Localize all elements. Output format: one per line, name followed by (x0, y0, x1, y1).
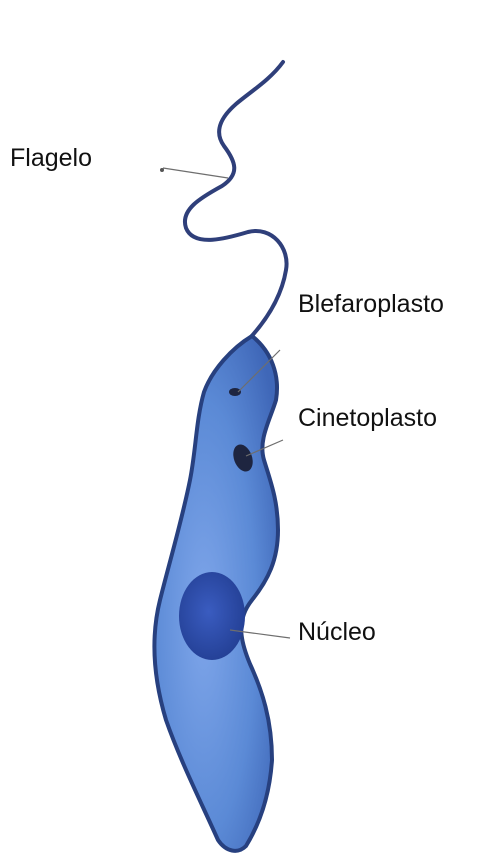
nucleus (179, 572, 245, 660)
blepharoplast (229, 388, 241, 396)
label-kinetoplast: Cinetoplasto (298, 406, 437, 431)
label-flagellum: Flagelo (10, 146, 92, 171)
flagellum (185, 62, 287, 338)
label-nucleus: Núcleo (298, 620, 376, 645)
leader-line-flagellum (163, 168, 228, 178)
label-blepharoplast: Blefaroplasto (298, 292, 444, 317)
leader-dot-flagellum (160, 168, 164, 172)
